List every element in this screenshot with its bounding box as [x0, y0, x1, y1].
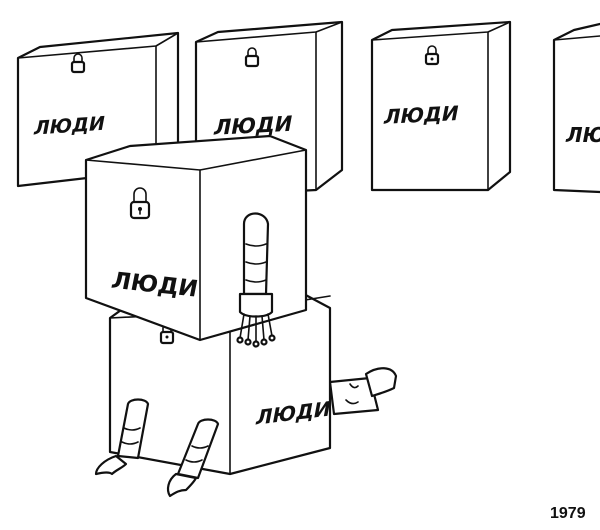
keys-icon	[236, 313, 276, 348]
box-label: ЛЮДИ	[383, 101, 459, 129]
right-arm	[166, 418, 220, 498]
padlock-icon	[244, 47, 260, 68]
background-box-4: ЛЮ	[552, 22, 600, 194]
left-arm	[94, 398, 150, 476]
box-label: ЛЮДИ	[33, 113, 105, 140]
padlock-icon	[424, 45, 440, 66]
arm-with-keys	[236, 212, 276, 348]
box-label: ЛЮДИ	[213, 111, 293, 140]
box-label-clipped: ЛЮ	[565, 123, 600, 147]
padlock-icon	[129, 187, 151, 220]
padlock-icon	[70, 53, 86, 74]
year-label: 1979	[550, 505, 586, 522]
leg	[328, 367, 398, 416]
background-box-3: ЛЮДИ	[370, 20, 512, 192]
